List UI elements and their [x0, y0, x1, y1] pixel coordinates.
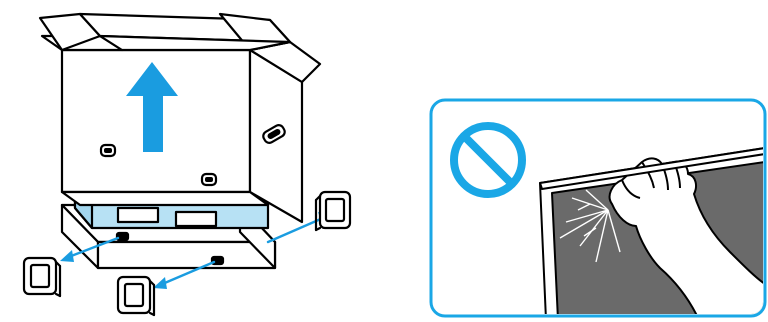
- outer-carton: [62, 50, 302, 222]
- warning-panel: [431, 100, 765, 322]
- unboxing-illustration: [24, 14, 350, 315]
- box-clip-icon: [24, 258, 60, 296]
- box-clip-icon: [316, 192, 350, 230]
- box-clip-icon: [118, 277, 154, 315]
